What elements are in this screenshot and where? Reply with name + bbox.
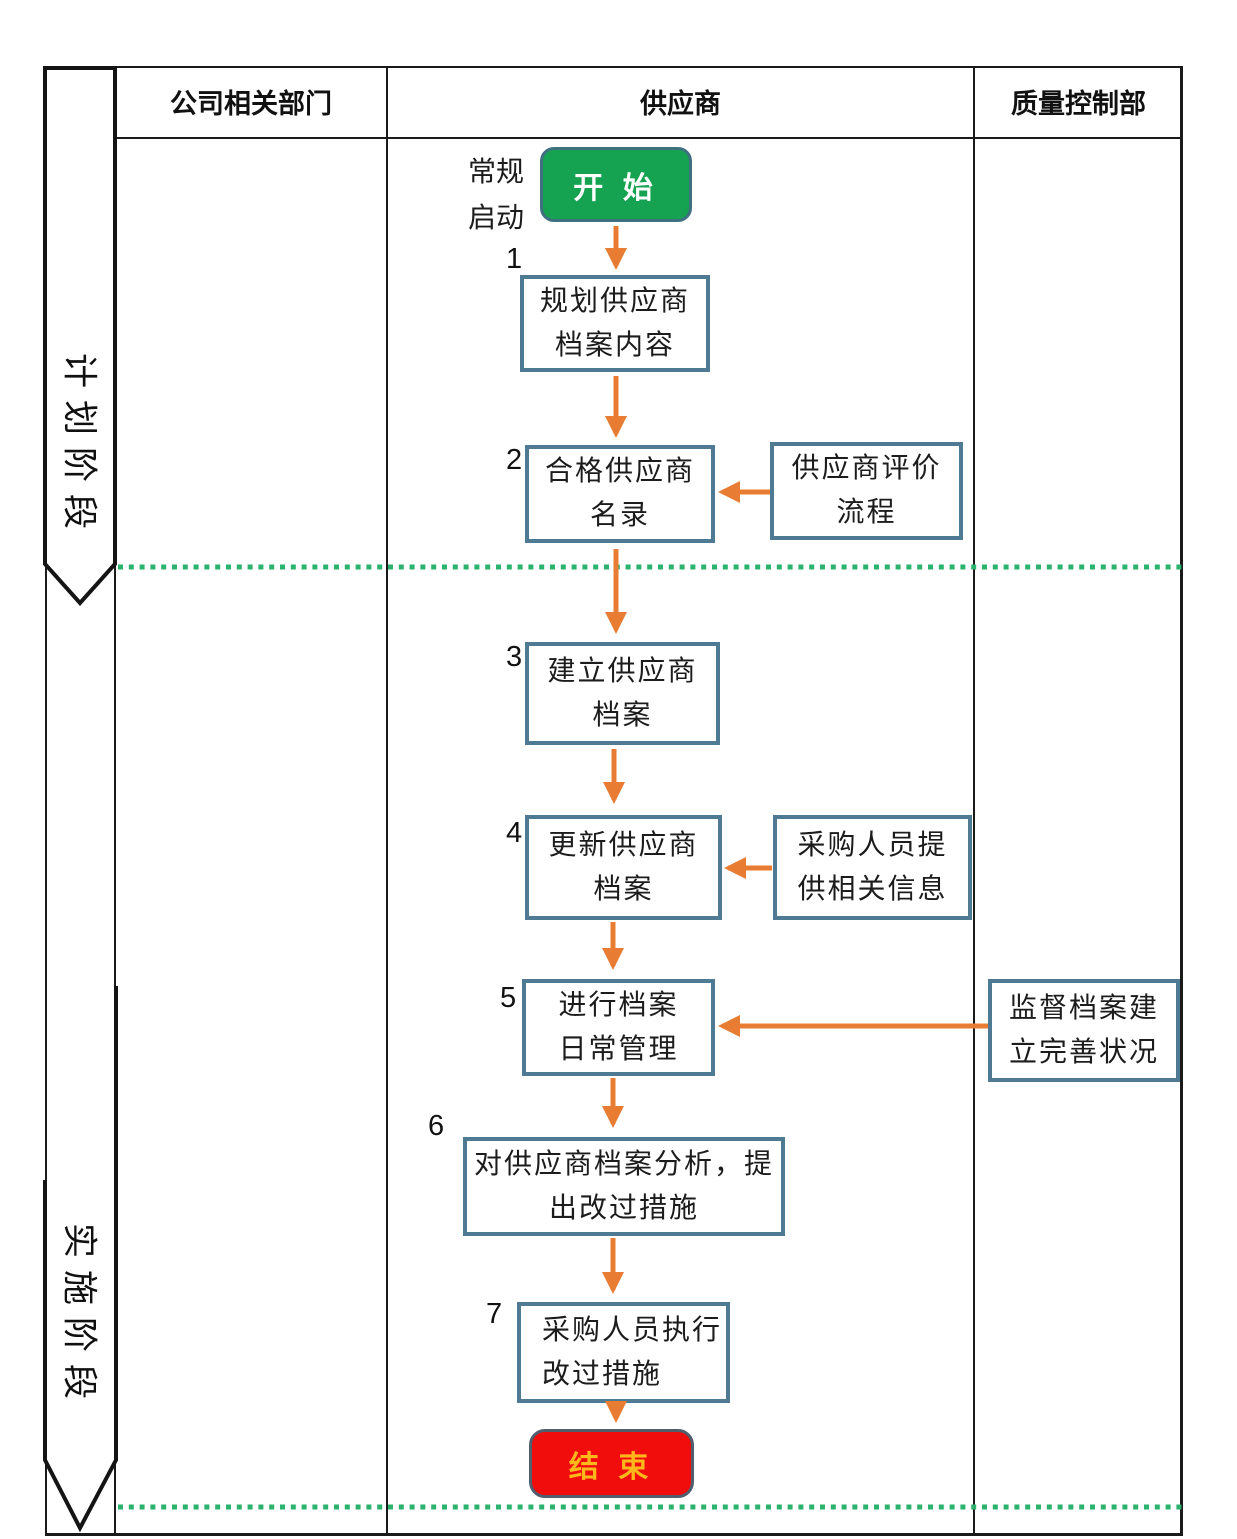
step-box-2: 合格供应商 名录 <box>525 445 715 543</box>
step-box-7: 采购人员执行 改过措施 <box>517 1302 730 1403</box>
step-box-5: 进行档案 日常管理 <box>522 979 715 1076</box>
table-right-border <box>1180 66 1183 1535</box>
step-box-3: 建立供应商 档案 <box>525 642 720 745</box>
phase-label-implementation: 实施阶段 <box>59 1222 99 1412</box>
step-number-4: 4 <box>506 817 523 849</box>
step-box-6: 对供应商档案分析，提 出改过措施 <box>463 1137 785 1236</box>
step-number-5: 5 <box>500 982 517 1014</box>
table-top-border <box>45 66 1183 68</box>
rail-left-border <box>45 66 47 1535</box>
header-departments: 公司相关部门 <box>170 89 332 119</box>
start-note: 常规 启动 <box>467 157 524 234</box>
step-number-1: 1 <box>506 243 523 275</box>
phase-label-planning: 计划阶段 <box>59 352 99 542</box>
end-node: 结 束 <box>529 1429 694 1498</box>
step-number-3: 3 <box>506 641 523 673</box>
step-number-2: 2 <box>506 444 523 476</box>
header-separator-line <box>115 137 1183 139</box>
step-number-7: 7 <box>486 1298 503 1330</box>
header-supplier: 供应商 <box>640 89 721 119</box>
step-box-4: 更新供应商 档案 <box>525 815 722 920</box>
table-bottom-border <box>45 1533 1183 1536</box>
header-quality-control: 质量控制部 <box>1011 89 1146 119</box>
start-node: 开 始 <box>540 147 692 222</box>
side-note-supervise-archive: 监督档案建 立完善状况 <box>988 979 1180 1082</box>
column-line-1 <box>114 66 116 1535</box>
step-number-6: 6 <box>428 1110 445 1142</box>
side-note-supplier-evaluation: 供应商评价 流程 <box>770 442 963 540</box>
step-box-1: 规划供应商 档案内容 <box>520 275 710 372</box>
column-line-3 <box>973 66 975 1535</box>
column-line-2 <box>386 66 388 1535</box>
side-note-purchaser-info: 采购人员提 供相关信息 <box>773 815 972 920</box>
